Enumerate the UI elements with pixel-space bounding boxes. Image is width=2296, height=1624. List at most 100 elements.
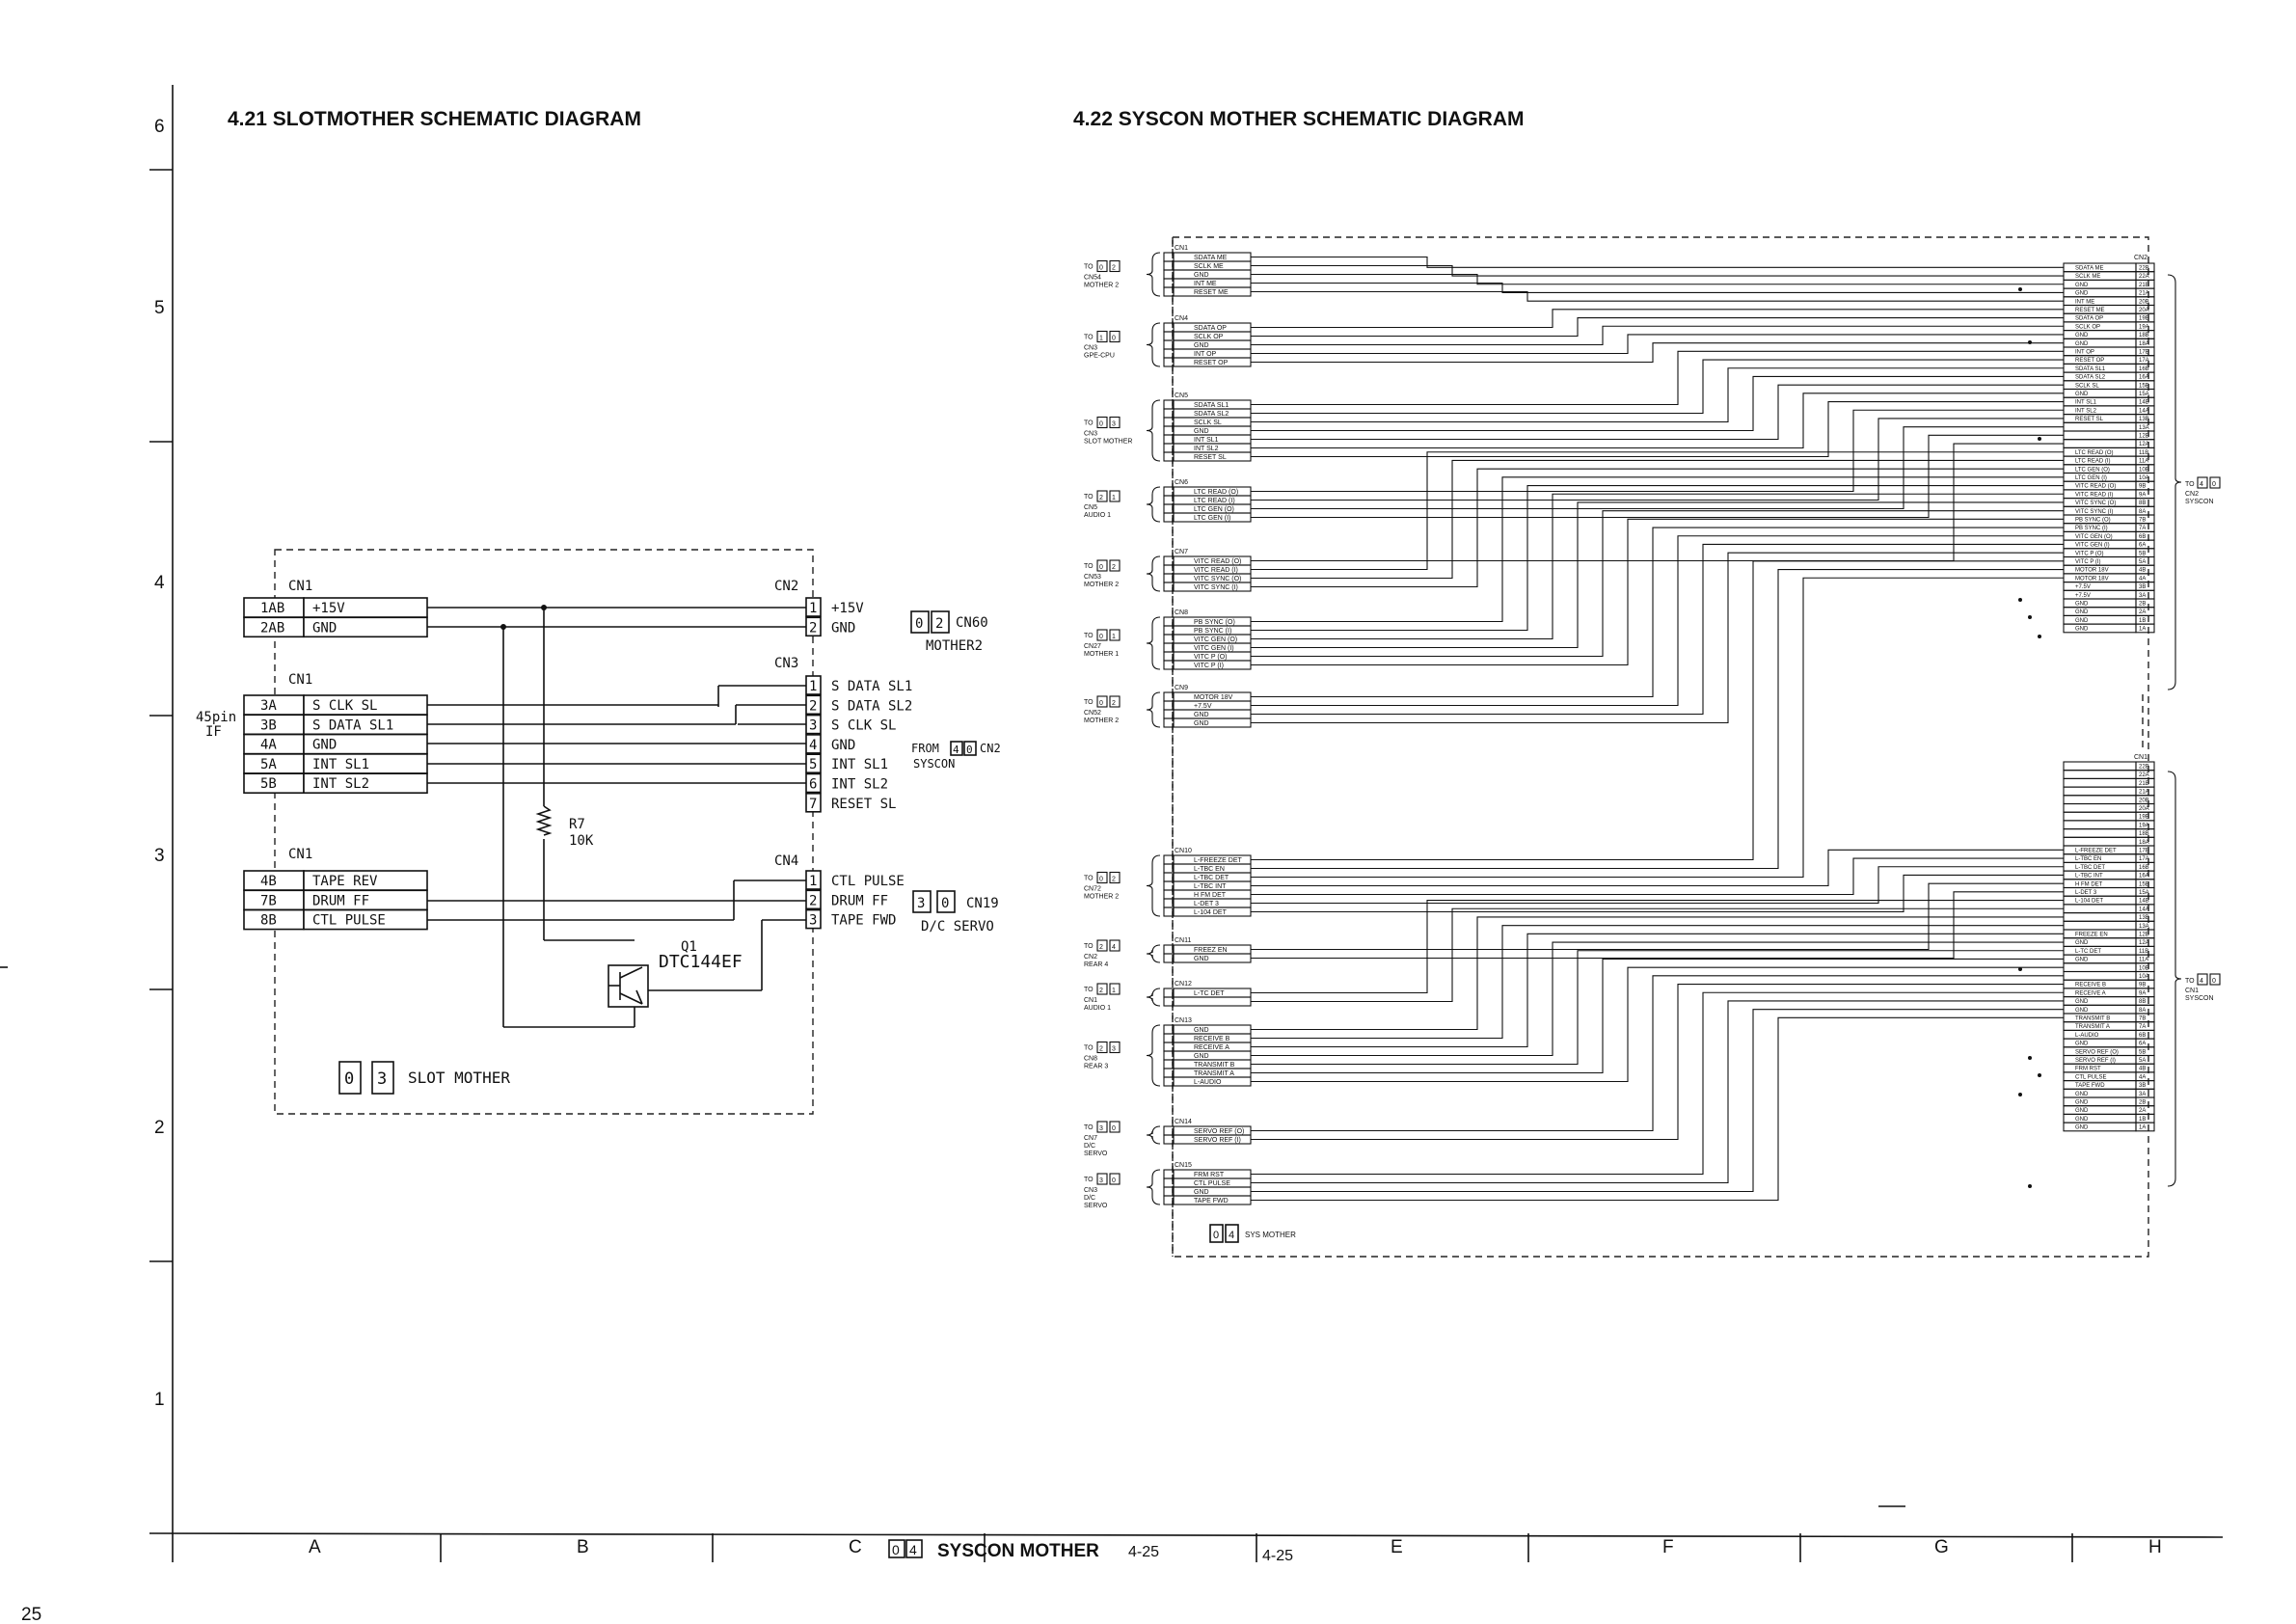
to-prefix: TO — [1084, 1177, 1094, 1183]
signal-box — [2063, 786, 2137, 797]
pin-number: 9B — [2139, 484, 2146, 490]
pin-number: 3A — [260, 698, 277, 714]
pin-number: 1B — [2139, 618, 2146, 624]
signal-name: TAPE REV — [312, 874, 378, 889]
signal-name: PB SYNC (O) — [2075, 518, 2111, 524]
board-digit: 2 — [1099, 944, 1103, 951]
signal-name: GND — [2075, 1117, 2089, 1123]
wire — [1251, 264, 2064, 277]
destination-label: CN1 — [1084, 997, 1097, 1004]
column-label: G — [1934, 1537, 1949, 1557]
signal-name: TAPE FWD — [2075, 1083, 2105, 1089]
signal-name: RESET ME — [2075, 308, 2105, 313]
signal-name: L-AUDIO — [2075, 1033, 2099, 1039]
wire — [1251, 991, 2064, 1176]
signal-name: RECEIVE B — [1194, 1036, 1230, 1042]
board-digit-box — [1109, 1173, 1121, 1185]
row-label: 1 — [154, 1390, 165, 1410]
board-digit-box — [1096, 695, 1108, 708]
pin-number: 11B — [2139, 450, 2148, 456]
signal-box — [1173, 1050, 1252, 1061]
signal-name: SERVO REF (I) — [1194, 1137, 1241, 1144]
pin-number: 8B — [2139, 501, 2146, 506]
pin-number: 9B — [2139, 983, 2146, 988]
signal-name: GND — [1194, 428, 1209, 435]
pin-number: 1A — [2139, 627, 2146, 633]
to-prefix: TO — [1084, 335, 1094, 341]
slot-cn2-label: CN2 — [774, 579, 798, 594]
signal-name: GND — [2075, 940, 2089, 946]
signal-name: S DATA SL1 — [312, 717, 393, 733]
pin-number: 1 — [809, 679, 817, 694]
mother2-digit-1: 0 — [915, 616, 923, 632]
signal-name: CTL PULSE — [1194, 1180, 1230, 1187]
connector-label: CN6 — [1175, 479, 1188, 486]
slot-board-name: SLOT MOTHER — [408, 1069, 510, 1087]
board-digit: 1 — [1112, 988, 1116, 994]
signal-name: INT SL2 — [312, 776, 369, 792]
pin-number: 2 — [809, 620, 817, 636]
pin-number: 17B — [2139, 350, 2149, 356]
board-digit: 3 — [1112, 421, 1116, 428]
connector-label: CN2 — [2134, 255, 2147, 261]
signal-name: INT OP — [1194, 351, 1217, 358]
wire — [1251, 476, 2064, 623]
signal-name: +7.5V — [2075, 584, 2091, 590]
wire — [1251, 359, 2064, 415]
signal-name: SDATA SL1 — [1194, 402, 1229, 409]
signal-name: GND — [831, 620, 855, 636]
connector-label: CN1 — [1175, 245, 1188, 252]
board-digit-box — [1096, 1121, 1108, 1133]
wire — [1251, 535, 2064, 707]
connector-label: CN15 — [1175, 1162, 1192, 1169]
pin-number: 4 — [809, 738, 817, 753]
connector-label: CN13 — [1175, 1017, 1192, 1024]
board-digit-box — [1096, 416, 1108, 429]
signal-name: LTC READ (O) — [1194, 489, 1238, 496]
board-digit: 2 — [1112, 877, 1116, 883]
wire — [1251, 950, 2064, 1066]
board-digit: 0 — [1112, 1177, 1116, 1184]
wire — [1251, 392, 2064, 449]
board-digit-box — [1096, 1041, 1108, 1054]
signal-name: DRUM FF — [312, 893, 369, 908]
signal-name: L-FREEZE DET — [1194, 857, 1243, 864]
pin-number: 4A — [260, 738, 277, 753]
signal-name: GND — [1194, 712, 1209, 718]
to-prefix: TO — [1084, 987, 1094, 993]
board-digit-box — [1109, 629, 1121, 641]
wire — [1251, 560, 2064, 861]
connector-label: CN1 — [2134, 754, 2147, 761]
signal-box — [1173, 269, 1252, 280]
connector-label: CN8 — [1175, 609, 1188, 616]
wire — [1251, 350, 2064, 406]
board-digit: 1 — [1112, 495, 1116, 501]
board-digit: 0 — [1099, 877, 1103, 883]
pin-number: 20B — [2139, 299, 2149, 305]
board-digit-box — [1109, 416, 1121, 429]
board-digit: 3 — [1099, 1125, 1103, 1132]
signal-name: S CLK SL — [831, 718, 896, 734]
page-frame — [0, 85, 2224, 1562]
pin-number: 7B — [260, 893, 277, 908]
pin-number: 5B — [2139, 1049, 2146, 1055]
pin-number: 6B — [2139, 534, 2146, 540]
pin-number: 17A — [2139, 856, 2149, 862]
pin-number: 13B — [2139, 417, 2149, 422]
signal-box — [2063, 920, 2137, 931]
signal-name: RESET ME — [1194, 289, 1229, 296]
signal-name: L-TBC EN — [2075, 856, 2101, 862]
column-label: B — [577, 1537, 589, 1557]
signal-name: GND — [2075, 283, 2089, 288]
board-digit-box — [1096, 259, 1108, 273]
destination-label: SYSCON — [2185, 995, 2214, 1002]
board-digit: 2 — [1099, 988, 1103, 994]
pin-number: 4B — [260, 874, 277, 889]
pin-number: 2B — [2139, 602, 2146, 608]
dc-servo-name: D/C SERVO — [921, 919, 994, 934]
signal-box — [2063, 795, 2137, 805]
destination-label: CN72 — [1084, 886, 1101, 893]
pin-number: 21B — [2139, 283, 2149, 288]
signal-name: VITC SYNC (O) — [1194, 576, 1241, 582]
